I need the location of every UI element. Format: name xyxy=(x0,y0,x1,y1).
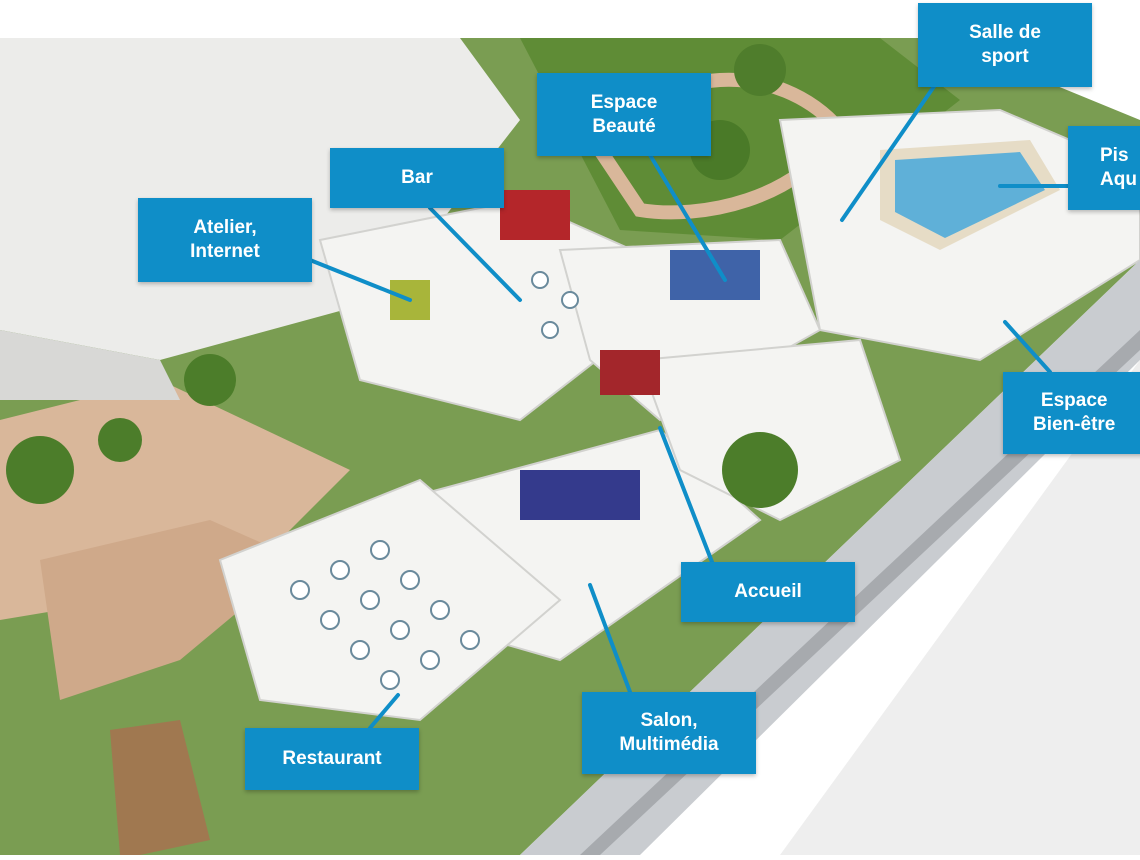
leader-line-atelier xyxy=(308,258,412,302)
label-espace-beaute-text: Espace Beauté xyxy=(590,91,658,137)
label-restaurant-text: Restaurant xyxy=(282,748,382,769)
leader-line-accueil xyxy=(658,426,714,564)
label-accueil: Accueil xyxy=(681,562,855,622)
label-salle-de-sport: Salle de sport xyxy=(918,3,1092,87)
label-atelier-internet: Atelier, Internet xyxy=(138,198,312,282)
label-restaurant: Restaurant xyxy=(245,728,419,790)
label-piscine-text: Pis Aqu xyxy=(1100,145,1137,190)
label-espace-beaute: Espace Beauté xyxy=(537,73,711,156)
leader-line-sport xyxy=(840,83,937,222)
label-piscine: Pis Aqu xyxy=(1068,126,1140,210)
label-salle-de-sport-text: Salle de sport xyxy=(969,22,1041,67)
label-bar-text: Bar xyxy=(401,167,433,188)
label-bar: Bar xyxy=(330,148,504,208)
label-accueil-text: Accueil xyxy=(734,581,802,602)
label-atelier-internet-text: Atelier, Internet xyxy=(190,217,260,262)
leader-line-bar xyxy=(428,206,522,302)
leader-line-beaute xyxy=(648,153,727,282)
leader-line-bienetre xyxy=(1003,320,1052,374)
leader-line-restaurant xyxy=(368,693,400,730)
label-salon-multimedia: Salon, Multimédia xyxy=(582,692,756,774)
leader-line-salon xyxy=(588,583,632,694)
label-salon-multimedia-text: Salon, Multimédia xyxy=(619,710,719,755)
label-espace-bien-etre-text: Espace Bien-être xyxy=(1033,390,1116,435)
label-espace-bien-etre: Espace Bien-être xyxy=(1003,372,1140,454)
